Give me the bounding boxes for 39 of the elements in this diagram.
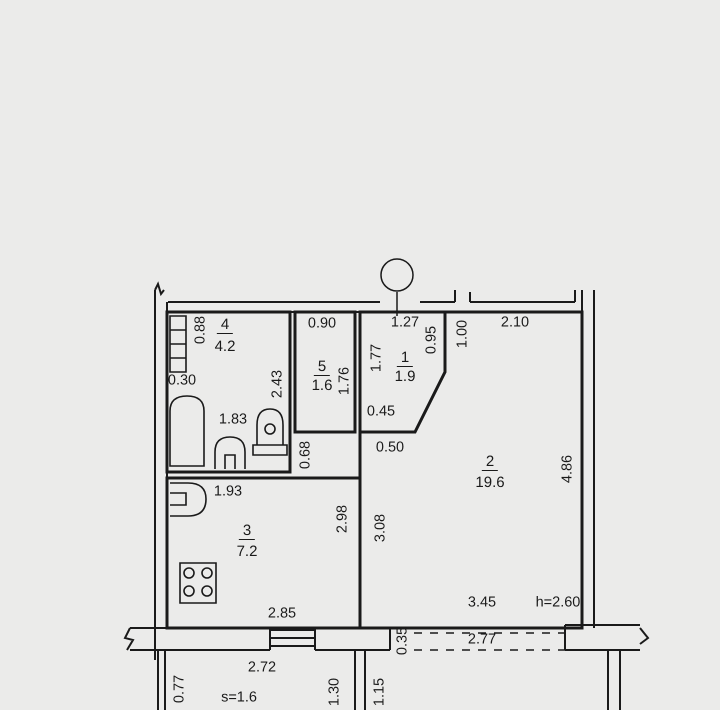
dimension-label: 1.76 — [338, 366, 352, 396]
dimension-label: 2.43 — [270, 370, 286, 398]
dimension-label: 0.45 — [366, 404, 396, 420]
dimension-label: h=2.60 — [536, 596, 580, 610]
dimension-label: 0.77 — [172, 674, 188, 704]
room-area-value: 19.6 — [475, 475, 505, 491]
dimension-label: 0.95 — [424, 326, 440, 354]
room-area-value: 7.2 — [236, 544, 258, 560]
room-number: 4 — [216, 317, 234, 334]
dimension-label: 2.98 — [336, 504, 350, 534]
room-area-value: 4.2 — [214, 339, 236, 355]
dimension-label: 1.77 — [370, 344, 384, 372]
dimension-label: 1.30 — [328, 678, 342, 706]
leader-line — [396, 292, 398, 316]
room-number: 2 — [482, 454, 498, 471]
dimension-label: 0.88 — [194, 316, 208, 344]
dimension-label: 0.50 — [376, 440, 404, 456]
dimension-label: 3.08 — [374, 514, 388, 542]
dimension-label: 1.93 — [214, 484, 242, 500]
dimension-label: 2.77 — [468, 632, 496, 648]
room-area-value: 1.9 — [394, 369, 416, 385]
dimension-label: 0.30 — [168, 374, 196, 388]
room-number: 3 — [238, 523, 256, 540]
dimension-label: 0.90 — [308, 316, 336, 332]
room-number: 1 — [396, 350, 414, 367]
dimension-label: 1.00 — [456, 320, 470, 348]
dimension-label: 2.10 — [500, 316, 530, 330]
dimension-label: 1.83 — [218, 412, 248, 428]
riser-circle — [380, 258, 414, 292]
room-area-value: 1.6 — [312, 378, 332, 394]
dimension-label: 2.72 — [248, 660, 276, 676]
dimension-label: 2.85 — [268, 606, 296, 622]
dimension-label: 1.27 — [390, 316, 420, 330]
room-number: 5 — [314, 359, 330, 376]
dimension-label: 1.15 — [372, 678, 388, 706]
dimension-label: 3.45 — [468, 596, 496, 610]
dimension-label: 4.86 — [560, 454, 576, 484]
dimension-label: s=1.6 — [221, 690, 257, 706]
dimension-label: 0.68 — [298, 440, 314, 470]
